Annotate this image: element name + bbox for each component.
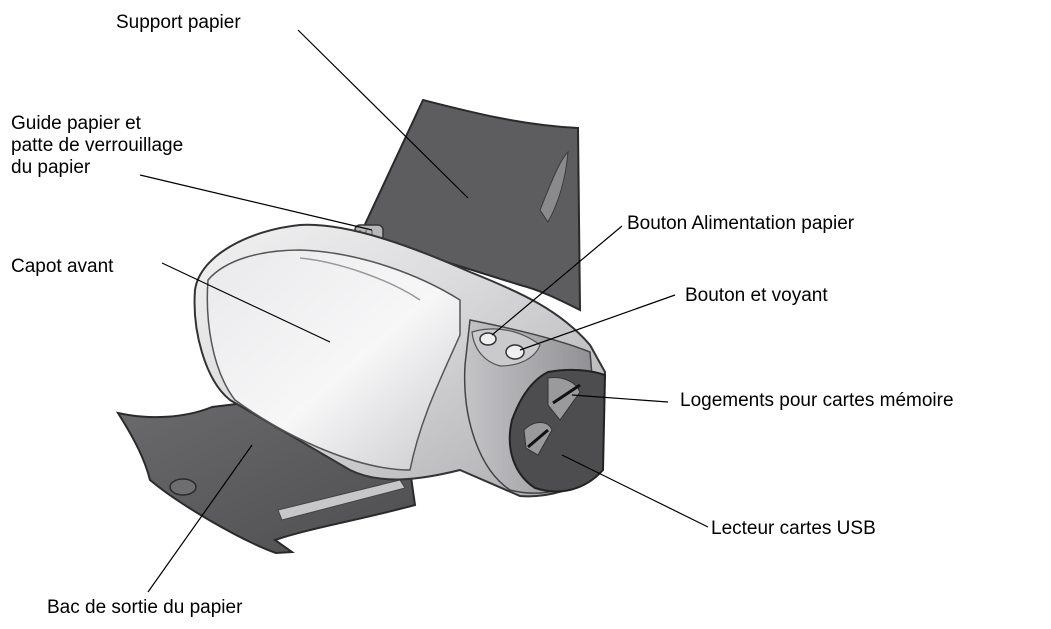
leader-paper-guide <box>140 175 372 230</box>
label-memory-card-slots: Logements pour cartes mémoire <box>680 391 954 411</box>
label-paper-exit-tray: Bac de sortie du papier <box>47 598 242 618</box>
label-paper-feed-button: Bouton Alimentation papier <box>627 214 854 234</box>
label-paper-guide-line3: du papier <box>11 158 90 178</box>
paper-feed-button-shape <box>480 333 496 345</box>
label-paper-guide-line2: patte de verrouillage <box>11 136 183 156</box>
label-paper-guide-line1: Guide papier et <box>11 114 141 134</box>
label-front-cover: Capot avant <box>11 257 113 277</box>
label-paper-support: Support papier <box>116 13 241 33</box>
leader-usb-card-reader <box>562 455 708 527</box>
label-usb-card-reader: Lecteur cartes USB <box>711 519 876 539</box>
power-button-shape <box>506 345 524 359</box>
label-power-button-light: Bouton et voyant <box>685 286 828 306</box>
